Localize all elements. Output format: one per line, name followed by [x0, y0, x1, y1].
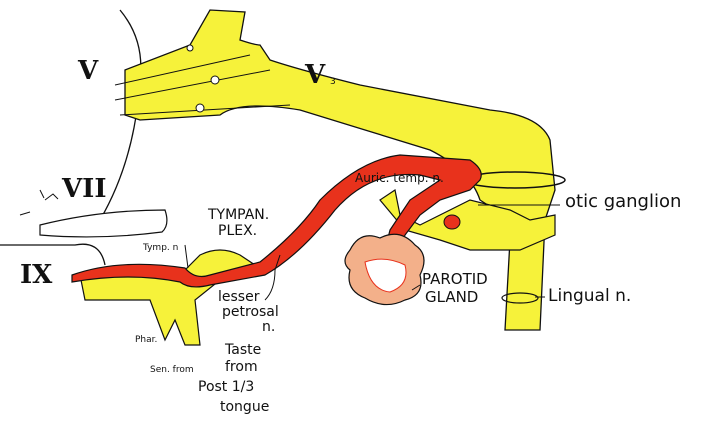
parasympathetic-fiber: [71, 154, 482, 288]
label-pharyngeal: Phar.: [135, 335, 158, 345]
label-sensory-from: Sen. from: [150, 365, 194, 375]
label-v3: V: [305, 60, 326, 90]
label-lingual-nerve: Lingual n.: [548, 286, 632, 306]
label-tympanic-plexus-2: PLEX.: [218, 223, 258, 239]
label-lesser-petrosal-2: petrosal: [222, 304, 279, 320]
label-taste-4: tongue: [220, 399, 270, 415]
label-v3-subscript: 3: [330, 77, 336, 87]
facial-nerve: [39, 209, 168, 238]
label-lesser-petrosal-1: lesser: [218, 289, 260, 305]
label-tympanic-plexus-1: TYMPAN.: [208, 207, 270, 223]
label-parotid-2: GLAND: [425, 288, 479, 306]
label-cn7: VII: [62, 174, 107, 204]
ganglion-cell: [210, 75, 220, 85]
ganglion-cell: [195, 103, 205, 113]
label-lesser-petrosal-3: n.: [262, 319, 276, 335]
label-cn5: V: [78, 56, 99, 86]
label-tympanic-nerve: Tymp. n: [143, 243, 179, 253]
trigeminal-fiber: [114, 54, 291, 116]
label-taste-3: Post 1/3: [198, 379, 255, 395]
label-pointer: [184, 204, 560, 301]
label-taste-1: Taste: [225, 342, 262, 358]
facial-neuron: [19, 189, 59, 216]
label-taste-2: from: [225, 359, 258, 375]
label-parotid-1: PAROTID: [422, 270, 488, 288]
label-cn9: IX: [20, 260, 53, 290]
label-otic-ganglion: otic ganglion: [565, 191, 682, 212]
brainstem-lower-outline: [0, 243, 106, 266]
ganglion-cell: [186, 44, 194, 52]
otic-red-body: [443, 214, 461, 230]
parotid-core: [364, 258, 407, 293]
label-auriculotemporal: Auric. temp. n.: [355, 171, 444, 185]
lingual-ring: [501, 292, 539, 304]
